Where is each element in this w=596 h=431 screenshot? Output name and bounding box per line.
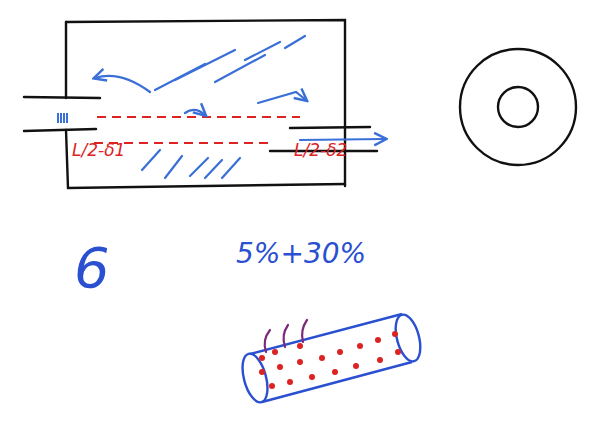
deposit-strokes [265,320,307,352]
particles [259,331,401,389]
flow [95,36,385,178]
tube [238,312,425,405]
note-text: 5%+30% [236,240,366,268]
dimension-label: L/2-δ2 [294,142,347,159]
dimension-label: L/2-δ1 [72,142,125,159]
cross-section [460,49,576,165]
hatch [58,113,67,123]
tube-bundle [94,117,300,143]
shell [24,20,377,188]
note-number: 6 [74,240,110,296]
